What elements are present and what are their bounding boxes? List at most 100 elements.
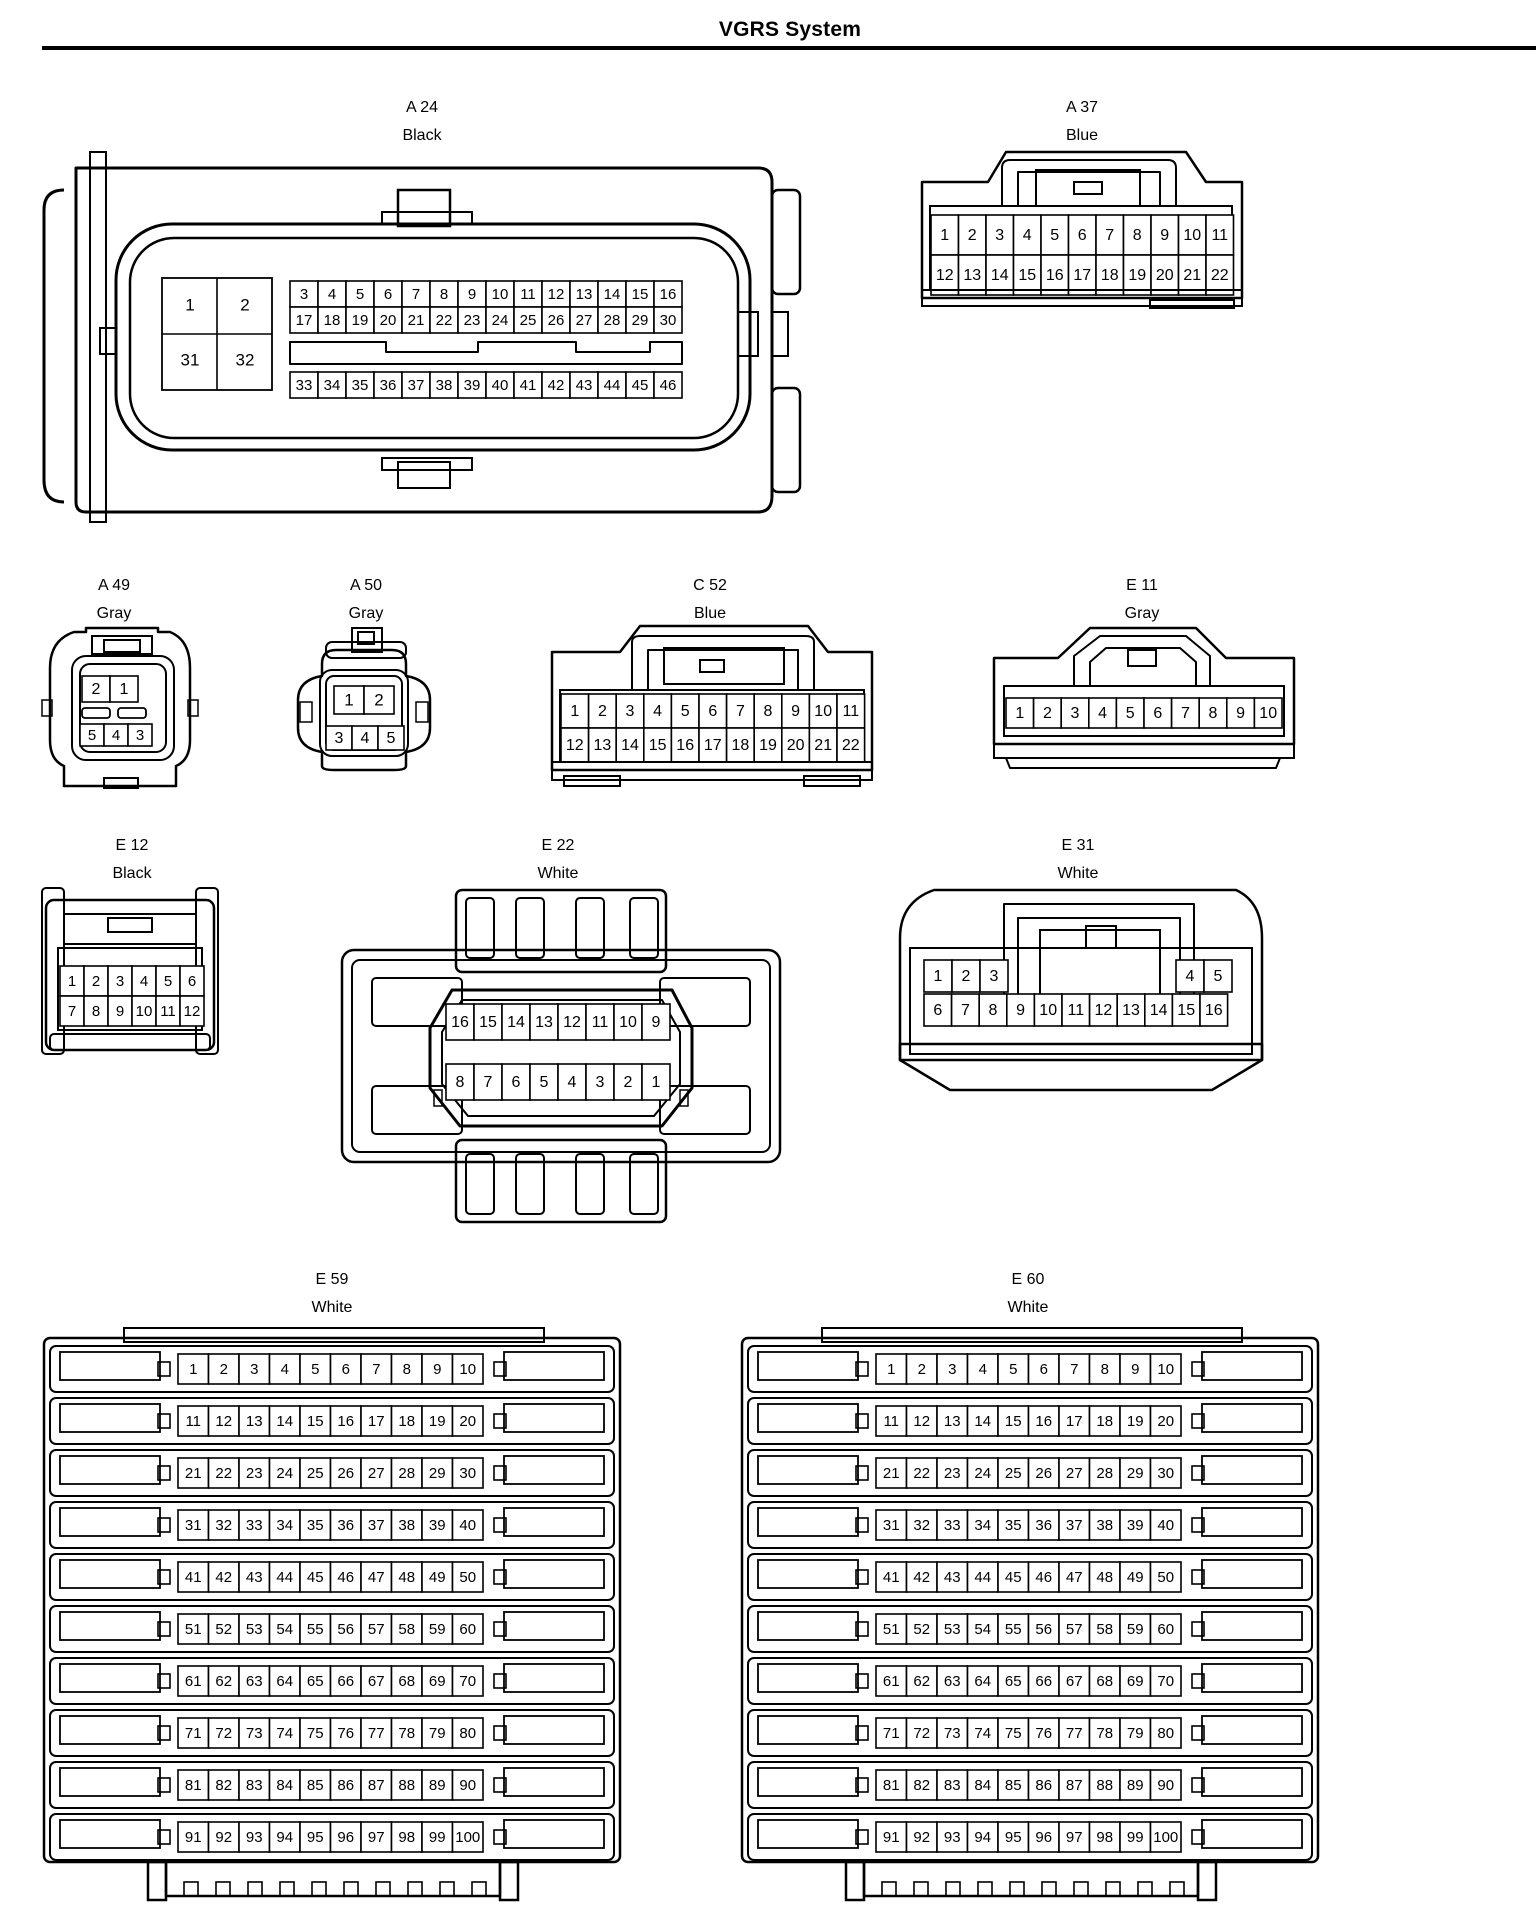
pin-number: 65 (307, 1673, 324, 1690)
pin-number: 8 (1101, 1361, 1109, 1378)
connector-outline (503, 1663, 605, 1693)
connector-outline (747, 1605, 1313, 1653)
pin-number: 17 (368, 1413, 385, 1430)
pin-number: 8 (92, 1003, 100, 1020)
connector-outline (357, 631, 375, 645)
pin-cell (451, 1353, 484, 1385)
pin-number: 5 (540, 1074, 549, 1091)
pin-cell (268, 1821, 301, 1853)
pin-number: 2 (598, 703, 607, 720)
pin-number: 17 (1073, 267, 1091, 284)
connector-outline (103, 777, 139, 789)
pin-cell (615, 727, 645, 763)
pin-number: 87 (1066, 1777, 1083, 1794)
pin-number: 10 (1039, 1002, 1057, 1019)
pin-number: 29 (632, 312, 649, 329)
connector-outline (747, 1657, 1313, 1705)
pin-number: 4 (1186, 968, 1195, 985)
pin-number: 98 (398, 1829, 415, 1846)
connector-outline (375, 1881, 391, 1897)
pin-cell (1149, 1509, 1182, 1541)
connector-outline (247, 1881, 263, 1897)
pin-number: 3 (995, 227, 1004, 244)
pin-cell (997, 1613, 1030, 1645)
pin-number: 91 (883, 1829, 900, 1846)
pin-number: 11 (1211, 227, 1228, 244)
connector-outline (465, 1153, 495, 1215)
pin-cell (107, 995, 133, 1027)
pin-number: 32 (215, 1517, 232, 1534)
pin-cell (1149, 1821, 1182, 1853)
connector-color: Gray (348, 605, 384, 622)
pin-cell (978, 993, 1008, 1027)
connector-outline (1137, 1881, 1153, 1897)
pin-number: 5 (356, 286, 364, 303)
pin-cell (485, 306, 515, 334)
pin-number: 81 (185, 1777, 202, 1794)
pin-cell (360, 1613, 393, 1645)
connector-outline (42, 188, 65, 504)
connector-outline (157, 1829, 171, 1845)
pin-number: 85 (1005, 1777, 1022, 1794)
pin-cell (1199, 993, 1229, 1027)
pin-cell (997, 1405, 1030, 1437)
connector-outline (855, 1413, 869, 1429)
pin-number: 39 (1127, 1517, 1144, 1534)
pin-cell (997, 1561, 1030, 1593)
pin-number: 1 (185, 295, 194, 314)
connector-outline (855, 1829, 869, 1845)
pin-cell (1119, 1457, 1152, 1489)
connector-outline (493, 1413, 507, 1429)
connector-outline (757, 1819, 859, 1849)
pin-number: 6 (188, 973, 196, 990)
pin-number: 5 (1126, 705, 1135, 722)
pin-number: 57 (368, 1621, 385, 1638)
connector-outline (803, 775, 861, 787)
pin-number: 25 (307, 1465, 324, 1482)
pin-cell (875, 1717, 908, 1749)
pin-cell (268, 1405, 301, 1437)
pin-cell (421, 1405, 454, 1437)
connector-outline (433, 1089, 443, 1107)
pin-number: 7 (961, 1002, 970, 1019)
pin-number: 3 (990, 968, 999, 985)
pin-number: 21 (1183, 267, 1201, 284)
connector-label: A 50 Gray (316, 578, 416, 622)
pin-number: 37 (1066, 1517, 1083, 1534)
pin-number: 15 (479, 1014, 497, 1031)
pin-number: 45 (1005, 1569, 1022, 1586)
connector-outline (977, 1881, 993, 1897)
connector-outline (49, 1605, 615, 1653)
connector-outline (575, 897, 605, 959)
pin-cell (1012, 254, 1042, 296)
connector-outline (49, 1449, 615, 1497)
connector-outline (920, 150, 1244, 300)
pin-number: 13 (576, 286, 593, 303)
pin-number: 5 (681, 703, 690, 720)
pin-number: 2 (374, 690, 383, 709)
pin-number: 12 (1095, 1002, 1113, 1019)
pin-number: 7 (484, 1074, 493, 1091)
pin-cell (299, 1769, 332, 1801)
pin-number: 58 (1096, 1621, 1113, 1638)
pin-cell (1027, 1821, 1060, 1853)
pin-number: 83 (944, 1777, 961, 1794)
pin-number: 78 (1096, 1725, 1113, 1742)
pin-number: 99 (1127, 1829, 1144, 1846)
connector-outline (1201, 1767, 1303, 1797)
connector-outline (1191, 1413, 1205, 1429)
pin-number: 2 (962, 968, 971, 985)
connector-outline (757, 1715, 859, 1745)
pin-number: 42 (548, 377, 565, 394)
pin-cell (390, 1821, 423, 1853)
connector-outline (59, 1663, 161, 1693)
connector-outline (1009, 1881, 1025, 1897)
pin-number: 72 (215, 1725, 232, 1742)
pin-number: 38 (436, 377, 453, 394)
pin-number: 34 (974, 1517, 991, 1534)
connector-outline (74, 166, 774, 514)
pin-cell (1150, 214, 1180, 256)
pin-cell (1058, 1821, 1091, 1853)
pin-cell (957, 254, 987, 296)
connector-outline (855, 1673, 869, 1689)
